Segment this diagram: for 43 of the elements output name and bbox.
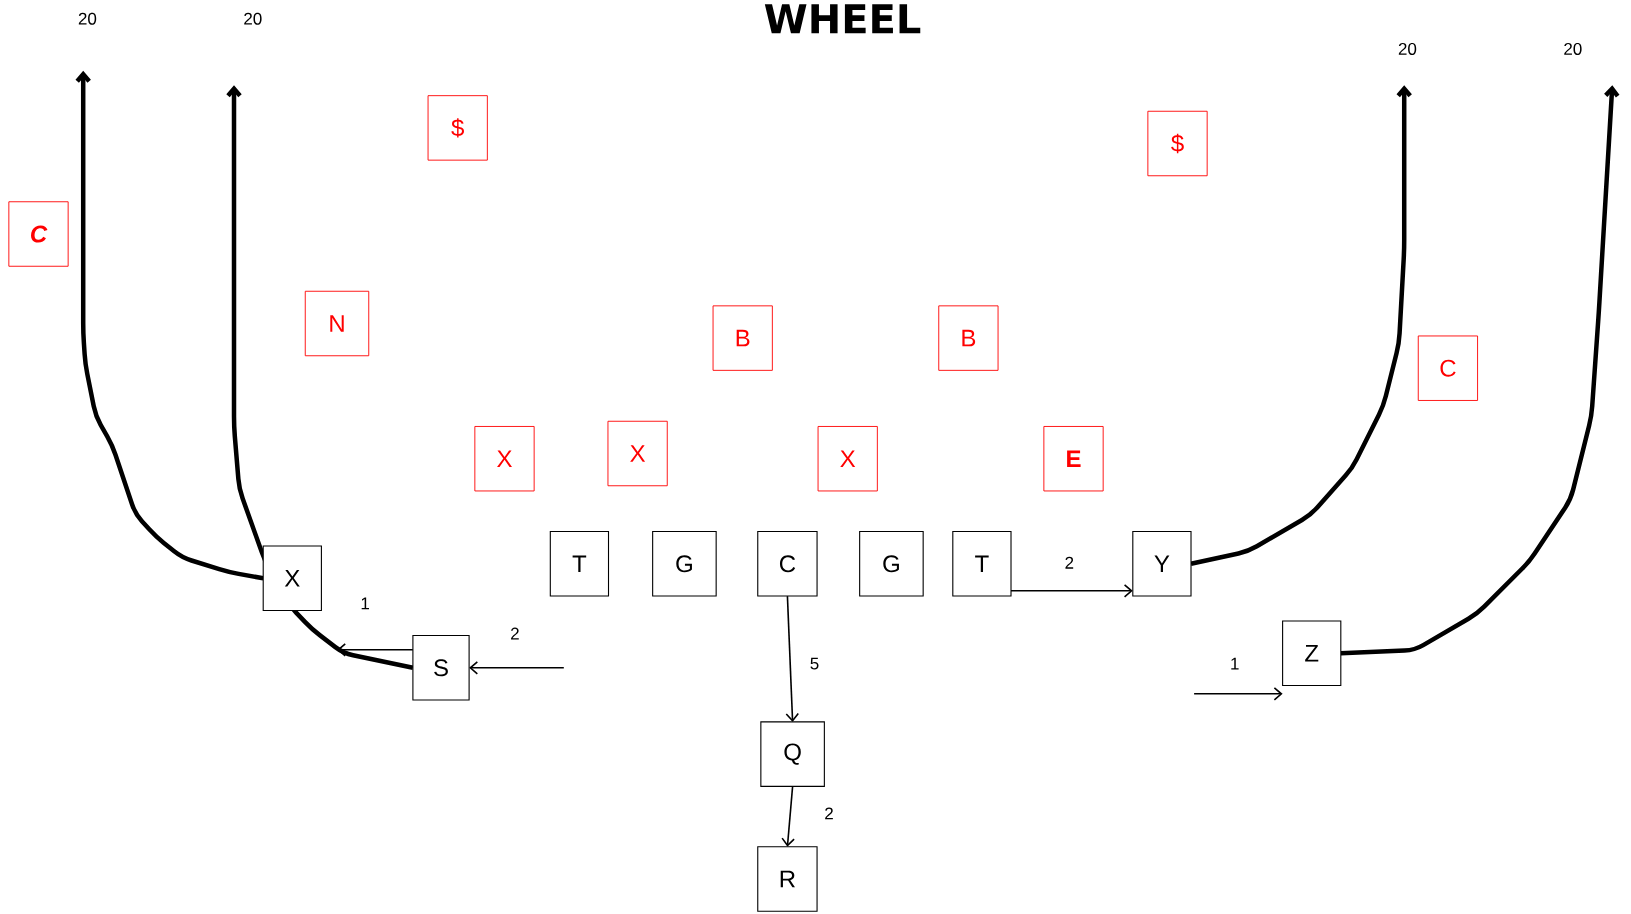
player-box: Q (760, 721, 825, 787)
player-box: R (757, 846, 818, 912)
route-arrow (75, 70, 264, 581)
route-arrow (226, 85, 414, 670)
player-box: T (549, 531, 610, 597)
defender-box: $ (1147, 110, 1208, 177)
edge-label: 20 (242, 11, 264, 26)
defender-box: $ (427, 95, 488, 161)
arrow (1010, 584, 1133, 598)
arrow (781, 785, 795, 847)
route-arrow (1190, 85, 1412, 566)
defender-box: E (1043, 426, 1104, 492)
player-box: T (952, 531, 1012, 597)
edge-label: 2 (1063, 555, 1076, 570)
player-box: Y (1132, 531, 1192, 597)
defender-box: B (712, 305, 773, 371)
arrow (469, 661, 565, 675)
defender-box: X (817, 426, 878, 492)
defender-box: C (8, 201, 69, 267)
player-box: X (262, 545, 322, 612)
arrow (785, 595, 800, 722)
edge-label: 20 (1396, 41, 1418, 56)
edge-label: 1 (359, 596, 371, 611)
defender-box: N (304, 290, 370, 357)
edge-label: 5 (808, 656, 821, 671)
title: WHEEL (764, 4, 921, 34)
edge-label: 1 (1229, 656, 1241, 671)
player-box: Z (1282, 620, 1342, 686)
player-box: C (757, 531, 818, 597)
arrow (337, 643, 414, 657)
defender-box: C (1417, 335, 1478, 401)
player-box: S (412, 635, 470, 701)
player-box: G (859, 531, 924, 597)
edge-label: 20 (1562, 41, 1584, 56)
defender-box: X (474, 426, 535, 492)
route-arrow (1340, 85, 1620, 656)
player-box: G (652, 531, 717, 597)
edge-label: 20 (76, 11, 98, 26)
edge-label: 2 (509, 626, 521, 641)
defender-box: X (607, 420, 668, 487)
defender-box: B (938, 305, 999, 371)
arrow (1193, 687, 1283, 701)
edge-label: 2 (823, 806, 835, 821)
